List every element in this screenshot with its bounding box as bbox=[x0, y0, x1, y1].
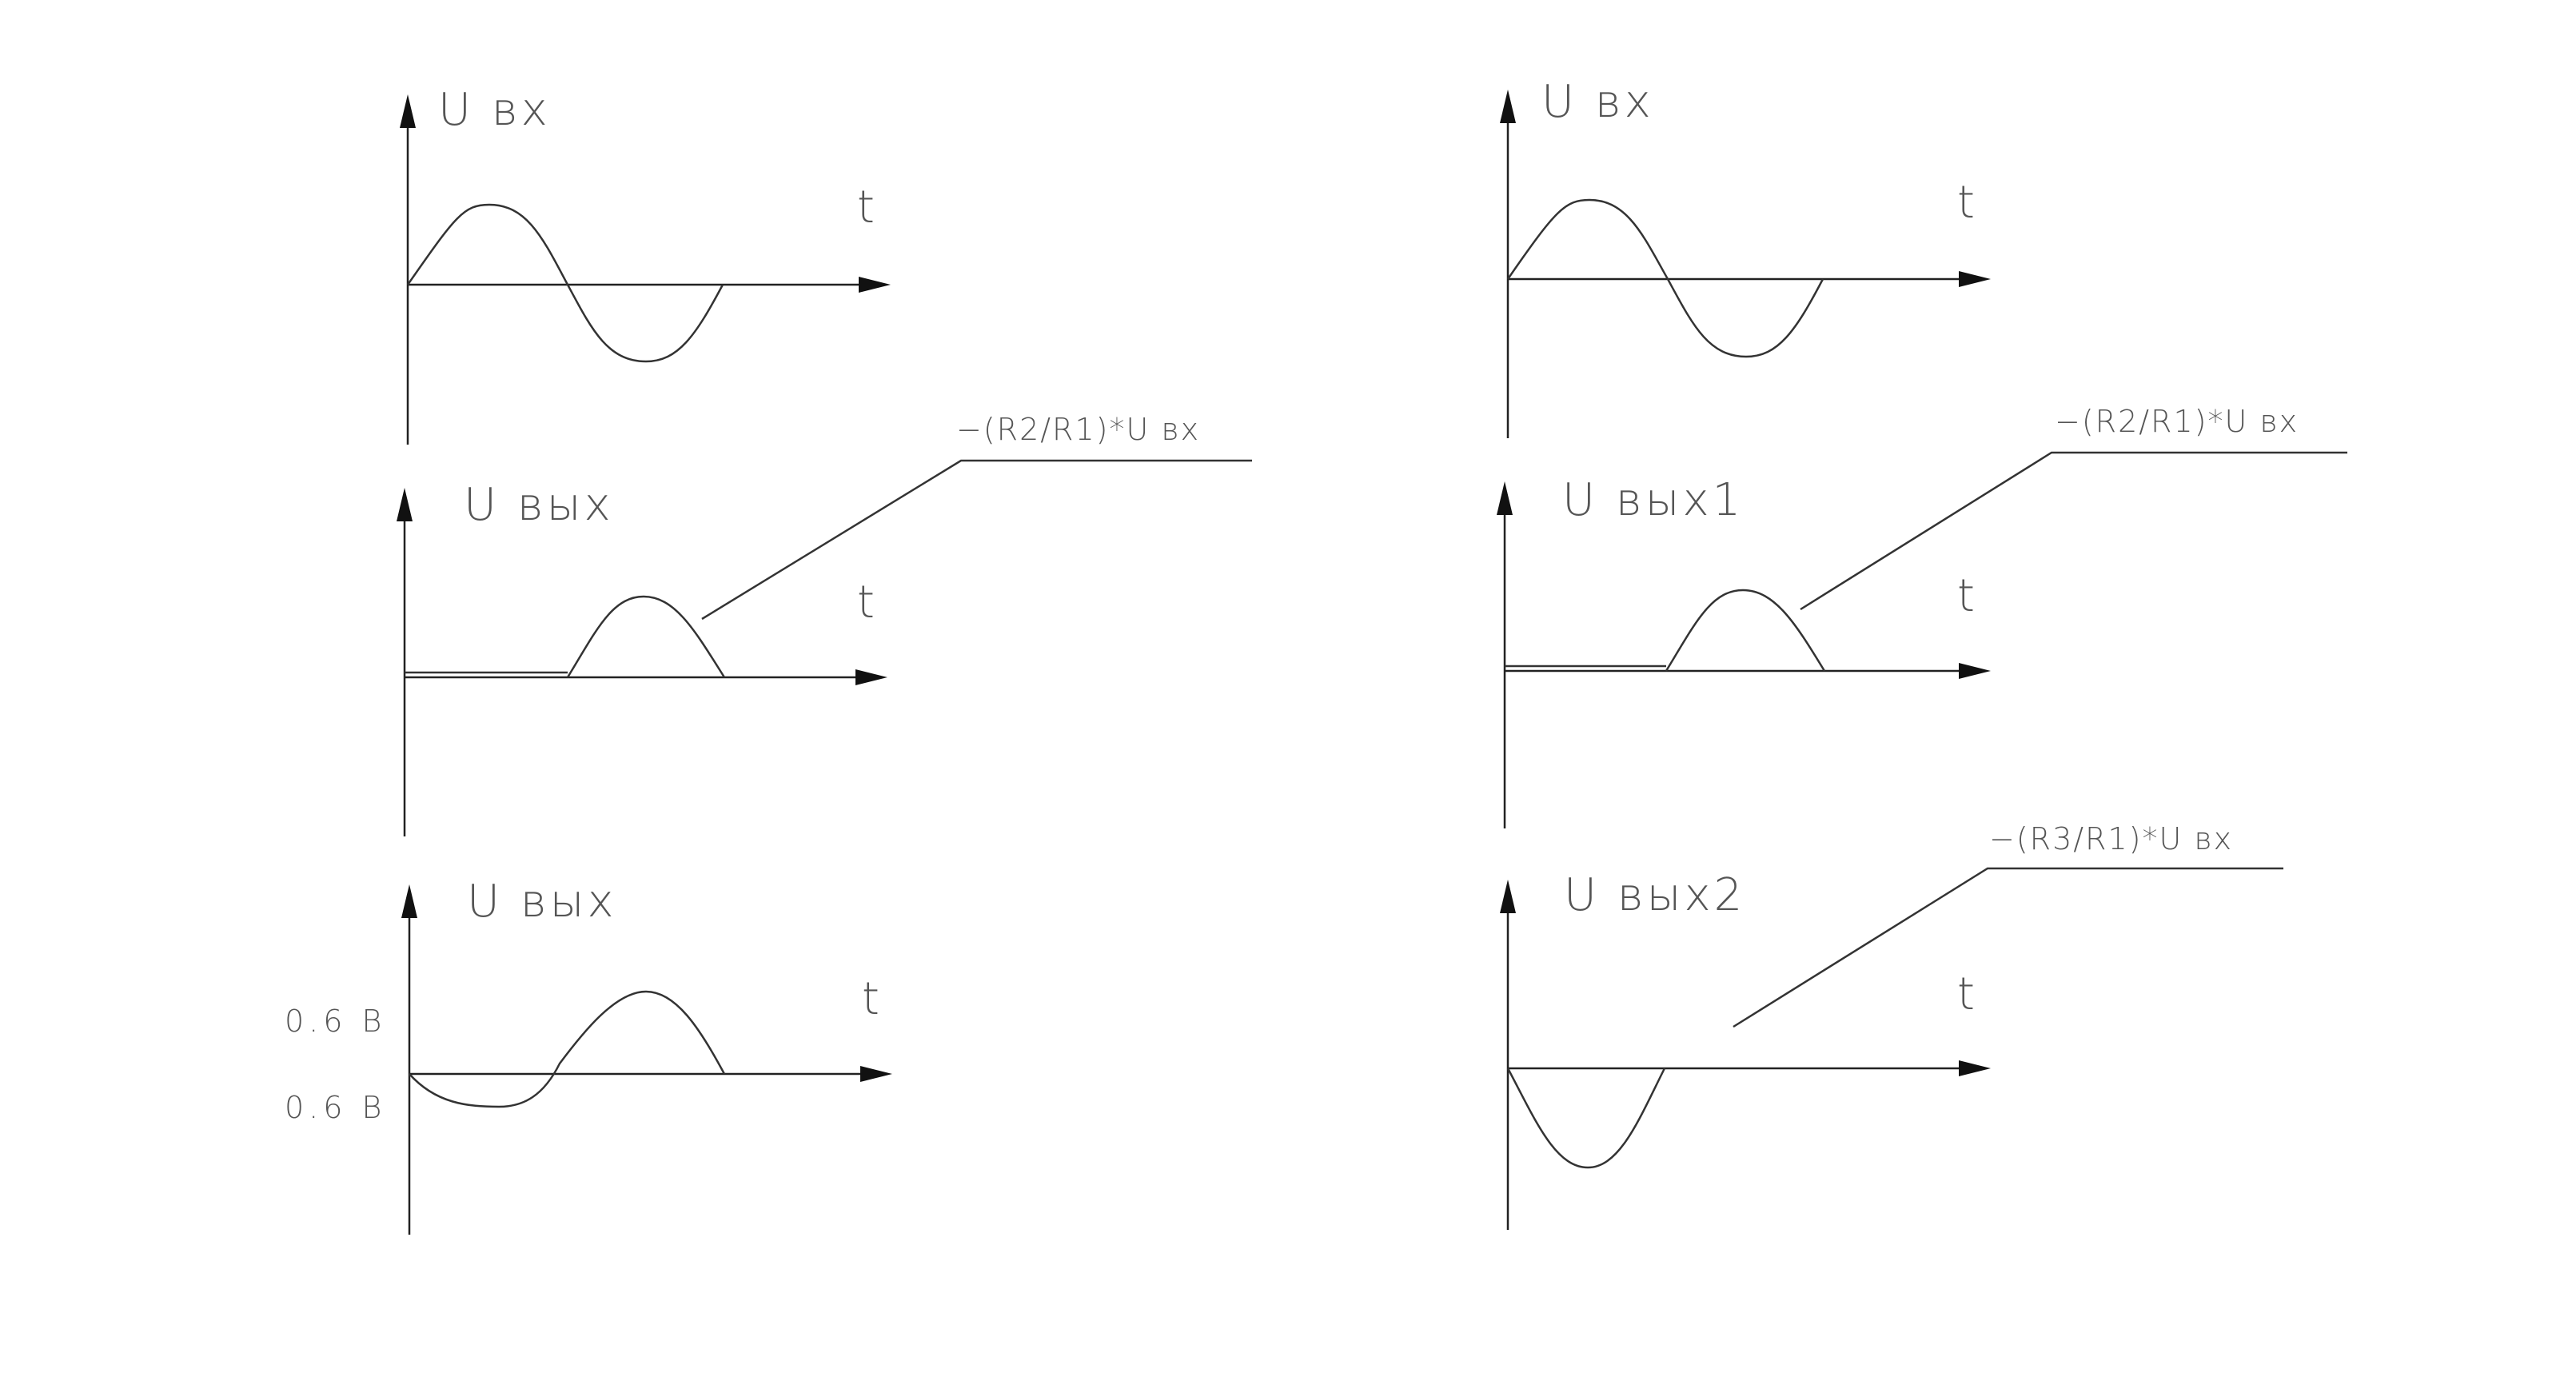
right-p2-annotation-leader bbox=[1800, 451, 2347, 611]
right-p2-x-arrow bbox=[1959, 663, 1991, 679]
left-p3-output-waveform bbox=[409, 990, 726, 1108]
left-p1-y-label: U вх bbox=[438, 84, 551, 136]
left-p1-x-arrow bbox=[859, 277, 891, 293]
right-p3-y-arrow bbox=[1500, 880, 1516, 913]
right-p3-x-arrow bbox=[1959, 1060, 1991, 1076]
left-p2-annotation-leader bbox=[701, 459, 1252, 621]
right-panel-2: −(R2/R1)*U вх U вых1 t bbox=[1497, 404, 2347, 828]
left-p3-y-label: U вых bbox=[467, 876, 617, 928]
left-p3-level-lower: 0.6 В bbox=[285, 1090, 386, 1125]
right-panel-3: −(R3/R1)*U вх U вых2 t bbox=[1500, 821, 2283, 1230]
left-p2-x-label: t bbox=[857, 577, 875, 629]
right-p2-y-arrow bbox=[1497, 481, 1513, 515]
right-p1-x-arrow bbox=[1959, 271, 1991, 287]
right-p3-annotation: −(R3/R1)*U вх bbox=[1989, 821, 2233, 856]
left-p2-y-label: U вых bbox=[464, 479, 614, 531]
right-p2-annotation: −(R2/R1)*U вх bbox=[2055, 404, 2299, 439]
left-p3-x-label: t bbox=[862, 973, 879, 1025]
right-p1-y-label: U вх bbox=[1541, 76, 1654, 128]
left-p2-output-waveform bbox=[566, 595, 726, 678]
left-p3-x-arrow bbox=[860, 1066, 892, 1082]
right-p1-x-label: t bbox=[1957, 177, 1975, 229]
left-panel-3: 0.6 В 0.6 В U вых t bbox=[285, 876, 892, 1235]
right-p2-x-label: t bbox=[1957, 570, 1975, 622]
left-p1-y-arrow bbox=[400, 94, 416, 128]
right-p3-y-label: U вых2 bbox=[1564, 869, 1745, 921]
right-panel-1: U вх t bbox=[1500, 76, 1991, 438]
left-panel-2: −(R2/R1)*U вх U вых t bbox=[397, 412, 1252, 836]
right-p2-y-label: U вых1 bbox=[1562, 474, 1744, 526]
left-p2-y-arrow bbox=[397, 488, 413, 521]
left-panel-1: U вх t bbox=[400, 84, 891, 445]
left-p3-level-upper: 0.6 В bbox=[285, 1004, 386, 1039]
left-p2-x-arrow bbox=[855, 669, 887, 685]
left-p1-x-label: t bbox=[857, 182, 875, 233]
right-p3-annotation-leader bbox=[1733, 867, 2283, 1028]
right-p3-x-label: t bbox=[1957, 968, 1975, 1020]
right-p2-output-waveform bbox=[1665, 589, 1826, 672]
left-p2-annotation: −(R2/R1)*U вх bbox=[956, 412, 1200, 447]
right-p1-input-waveform bbox=[1506, 198, 1824, 358]
right-p3-output-waveform bbox=[1506, 1068, 1666, 1169]
left-p1-input-waveform bbox=[406, 203, 724, 363]
left-p3-y-arrow bbox=[401, 884, 417, 918]
right-p1-y-arrow bbox=[1500, 90, 1516, 123]
